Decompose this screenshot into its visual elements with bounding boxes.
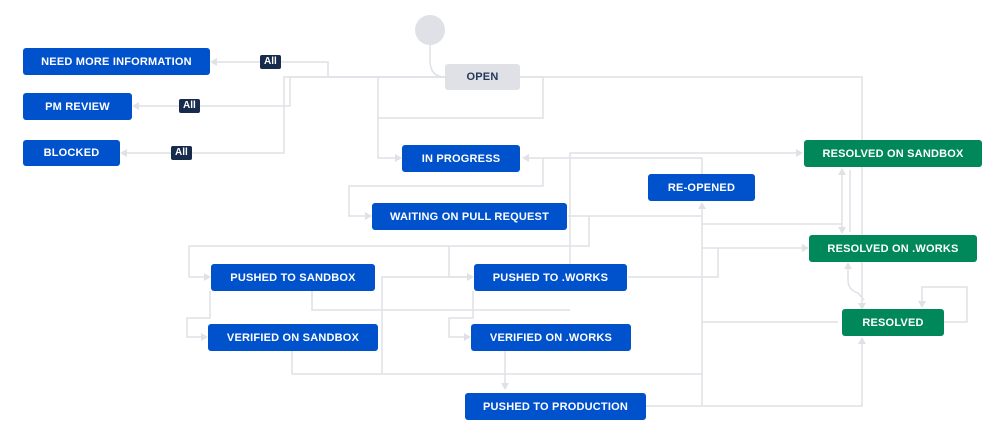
edge-sandbox-verified <box>186 291 211 338</box>
status-blocked[interactable]: BLOCKED <box>23 140 120 166</box>
status-re-opened[interactable]: RE-OPENED <box>648 174 755 201</box>
edge-open-in-progress <box>377 77 400 159</box>
transition-badge-all[interactable]: All <box>260 55 281 69</box>
status-need-more-information[interactable]: NEED MORE INFORMATION <box>23 48 210 75</box>
status-pm-review[interactable]: PM REVIEW <box>23 93 132 120</box>
edge-all-blocked <box>122 76 445 154</box>
arrow-pm-review <box>132 102 139 110</box>
arrow-in-progress <box>395 154 402 162</box>
status-verified-on-works[interactable]: VERIFIED ON .WORKS <box>471 324 631 351</box>
arrow-waiting <box>365 212 372 220</box>
edge-all-need-more-info <box>212 61 445 78</box>
arrow-need-more-info <box>210 58 217 66</box>
status-resolved[interactable]: RESOLVED <box>842 309 944 336</box>
arrow-blocked <box>120 149 127 157</box>
edge-works-verified <box>448 291 474 338</box>
status-resolved-on-sandbox[interactable]: RESOLVED ON SANDBOX <box>804 140 982 167</box>
arrow-resolved-bottom <box>858 337 866 344</box>
arrow-works-up <box>844 262 852 269</box>
edge-waiting-sandbox <box>188 216 590 278</box>
arrow-verified-works <box>464 333 471 341</box>
edge-waiting-works <box>448 246 472 278</box>
arrow-production <box>501 383 509 390</box>
arrow-resolved-works <box>802 244 809 252</box>
edge-production-resolved <box>646 340 863 407</box>
arrow-reopened <box>698 202 706 209</box>
arrow-pushed-sandbox <box>204 273 211 281</box>
start-node <box>415 15 445 45</box>
arrow-resolved-top <box>858 303 866 310</box>
edge-sandbox-up <box>311 291 570 311</box>
edge-to-resolved-works <box>628 247 806 278</box>
status-waiting-on-pull-request[interactable]: WAITING ON PULL REQUEST <box>372 203 567 230</box>
arrow-rs-down <box>838 227 846 234</box>
edge-start-open <box>429 45 446 78</box>
status-pushed-to-production[interactable]: PUSHED TO PRODUCTION <box>465 393 646 420</box>
status-resolved-on-works[interactable]: RESOLVED ON .WORKS <box>809 235 977 262</box>
arrow-verified-sandbox <box>201 333 208 341</box>
status-pushed-to-sandbox[interactable]: PUSHED TO SANDBOX <box>211 264 375 291</box>
transition-badge-all[interactable]: All <box>171 146 192 160</box>
status-in-progress[interactable]: IN PROGRESS <box>402 145 520 172</box>
edge-resolved-loop <box>921 286 968 323</box>
status-open[interactable]: OPEN <box>445 64 520 90</box>
status-pushed-to-works[interactable]: PUSHED TO .WORKS <box>474 264 627 291</box>
arrow-reopened-in-progress <box>522 154 529 162</box>
edge-reopened-in-progress <box>526 157 703 174</box>
status-verified-on-sandbox[interactable]: VERIFIED ON SANDBOX <box>208 324 378 351</box>
edge-in-progress-waiting <box>348 158 544 217</box>
edge-open-resolved <box>520 76 863 308</box>
edge-works-resolved <box>847 264 865 301</box>
arrow-resolved-loop <box>918 301 926 308</box>
arrow-resolved-sandbox <box>796 149 803 157</box>
arrow-rs-up <box>838 168 846 175</box>
transition-badge-all[interactable]: All <box>179 99 200 113</box>
edge-to-resolved-sandbox <box>569 152 800 291</box>
